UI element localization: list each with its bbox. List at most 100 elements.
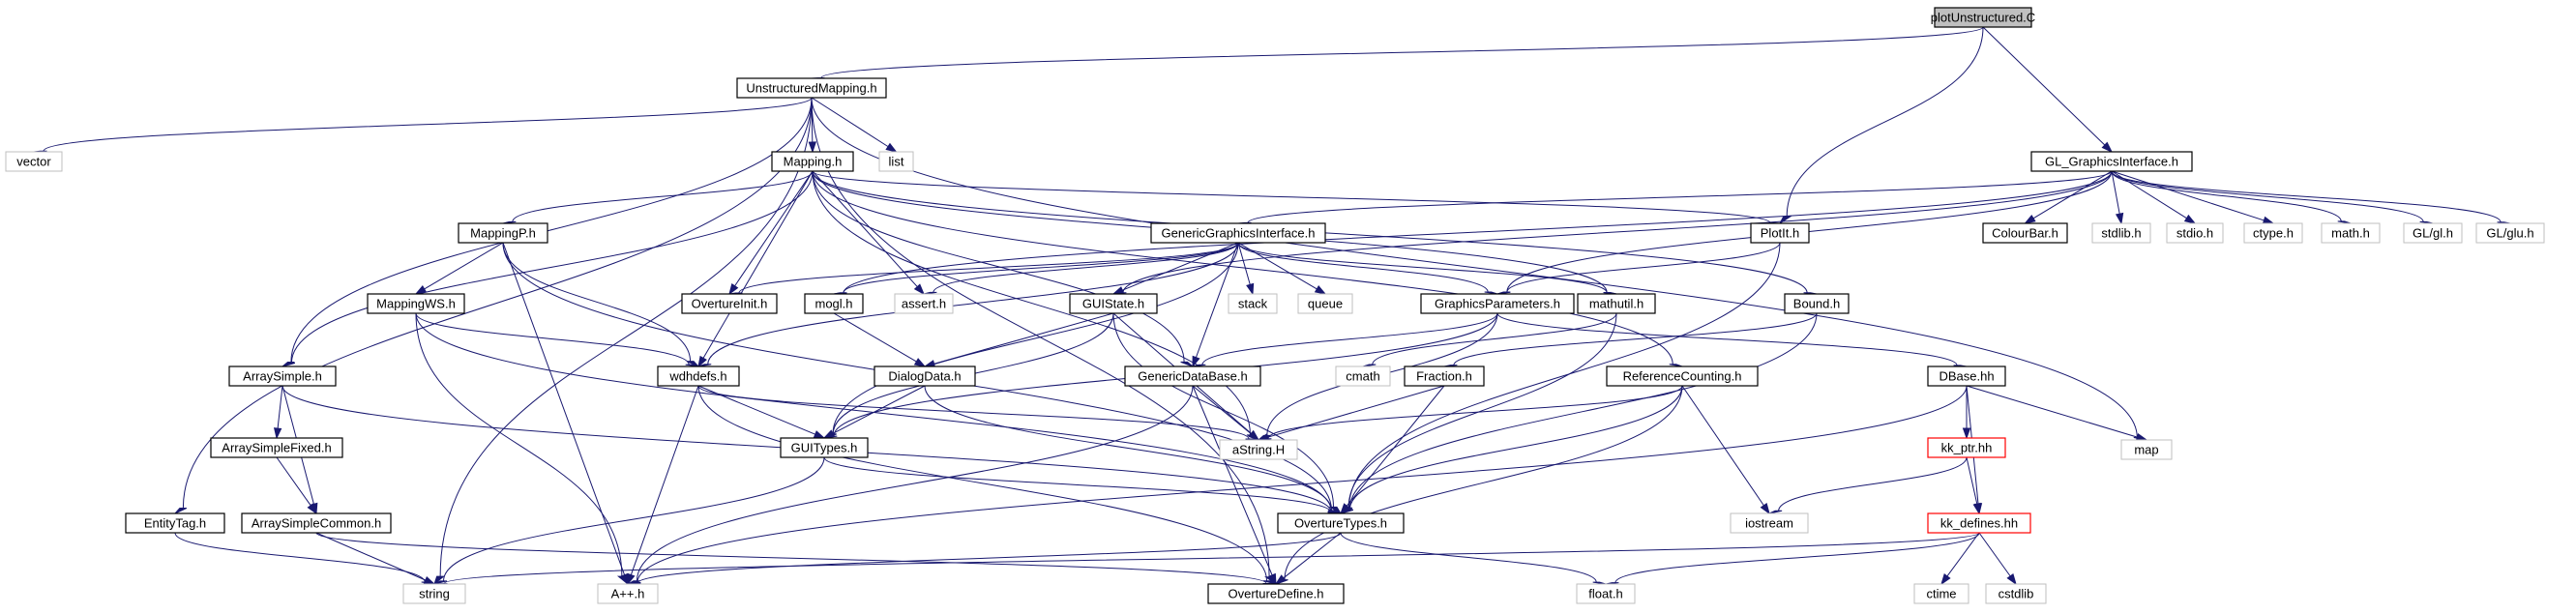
node-mathutil[interactable]: mathutil.h xyxy=(1577,293,1656,314)
node-label: mogl.h xyxy=(814,297,852,311)
node-mapping-p[interactable]: MappingP.h xyxy=(458,222,548,244)
node-wdhdefs[interactable]: wdhdefs.h xyxy=(657,365,740,387)
edge-mathutil-to-cmath xyxy=(1362,312,1617,367)
node-box xyxy=(2166,222,2224,244)
node-plot-unstructured[interactable]: plotUnstructured.C xyxy=(1931,7,2035,28)
node-overture-types[interactable]: OvertureTypes.h xyxy=(1277,512,1405,534)
node-array-simple-fixed[interactable]: ArraySimpleFixed.h xyxy=(210,437,343,458)
node-mapping-ws[interactable]: MappingWS.h xyxy=(367,293,465,314)
node-generic-graphics-interface[interactable]: GenericGraphicsInterface.h xyxy=(1150,222,1326,244)
node-label: wdhdefs.h xyxy=(668,369,726,384)
node-box xyxy=(228,365,337,387)
node-mapping[interactable]: Mapping.h xyxy=(771,151,854,172)
node-box xyxy=(1927,512,2031,534)
node-label: EntityTag.h xyxy=(144,516,206,531)
node-label: GL/gl.h xyxy=(2413,226,2453,241)
edge-gl-graphics-interface-to-colour-bar xyxy=(2024,170,2113,224)
node-box xyxy=(1207,583,1345,604)
node-graphics-parameters[interactable]: GraphicsParameters.h xyxy=(1420,293,1575,314)
node-box xyxy=(2321,222,2381,244)
node-reference-counting[interactable]: ReferenceCounting.h xyxy=(1606,365,1759,387)
node-label: MappingWS.h xyxy=(376,297,456,311)
node-overture-define[interactable]: OvertureDefine.h xyxy=(1207,583,1345,604)
edge-dbase-to-map xyxy=(1966,385,2148,441)
node-dbase[interactable]: DBase.hh xyxy=(1927,365,2006,387)
edge-generic-graphics-interface-to-stack xyxy=(1237,242,1255,296)
edge-gl-graphics-interface-to-generic-graphics-interface xyxy=(1237,170,2113,224)
node-label: stack xyxy=(1238,297,1268,311)
node-box xyxy=(1750,222,1810,244)
edge-plot-unstructured-to-plot-it xyxy=(1778,26,1984,225)
node-gl-graphics-interface[interactable]: GL_GraphicsInterface.h xyxy=(2030,151,2193,172)
edge-mapping-p-to-mapping-ws xyxy=(414,242,504,295)
edge-entity-tag-to-string xyxy=(174,532,435,585)
edge-gl-graphics-interface-to-glglu xyxy=(2111,170,2511,224)
edge-guitypes-to-string xyxy=(433,456,825,585)
node-queue: queue xyxy=(1297,293,1353,314)
node-label: Mapping.h xyxy=(784,155,843,169)
node-box xyxy=(2243,222,2303,244)
node-box xyxy=(1150,222,1326,244)
node-generic-data-base[interactable]: GenericDataBase.h xyxy=(1124,365,1261,387)
node-label: stdlib.h xyxy=(2101,226,2141,241)
node-cstdlib: cstdlib xyxy=(1985,583,2047,604)
node-fraction[interactable]: Fraction.h xyxy=(1404,365,1485,387)
node-guitypes[interactable]: GUITypes.h xyxy=(780,437,869,458)
node-label: ctime xyxy=(1926,587,1956,601)
node-box xyxy=(681,293,778,314)
node-mogl[interactable]: mogl.h xyxy=(804,293,864,314)
node-box xyxy=(1228,293,1278,314)
edge-unstructured-mapping-to-list xyxy=(811,97,898,153)
edge-generic-graphics-interface-to-overture-init xyxy=(728,242,1239,295)
node-label: ColourBar.h xyxy=(1992,226,2058,241)
node-array-simple-common[interactable]: ArraySimpleCommon.h xyxy=(241,512,392,534)
edge-generic-graphics-interface-to-graphics-parameters xyxy=(1237,242,1498,295)
edge-plot-unstructured-to-gl-graphics-interface xyxy=(1982,26,2114,154)
edge-mogl-to-dialog-data xyxy=(833,312,927,367)
node-a-string: aString.H xyxy=(1219,439,1298,460)
node-dialog-data[interactable]: DialogData.h xyxy=(873,365,976,387)
node-label: GL_GraphicsInterface.h xyxy=(2045,155,2178,169)
node-bound[interactable]: Bound.h xyxy=(1784,293,1850,314)
node-box xyxy=(2091,222,2151,244)
node-box xyxy=(736,77,887,99)
node-kk-defines[interactable]: kk_defines.hh xyxy=(1927,512,2031,534)
node-label: GenericGraphicsInterface.h xyxy=(1162,226,1316,241)
node-guistate[interactable]: GUIState.h xyxy=(1069,293,1158,314)
node-label: stdio.h xyxy=(2176,226,2213,241)
edge-generic-data-base-to-aplusplus xyxy=(627,385,1194,585)
node-label: aString.H xyxy=(1232,443,1285,457)
node-box xyxy=(458,222,548,244)
edge-dialog-data-to-guitypes xyxy=(822,385,926,439)
node-box xyxy=(1576,583,1636,604)
edge-unstructured-mapping-to-vector xyxy=(33,97,813,153)
node-label: OvertureDefine.h xyxy=(1229,587,1324,601)
node-unstructured-mapping[interactable]: UnstructuredMapping.h xyxy=(736,77,887,99)
edge-kk-ptr-to-kk-defines xyxy=(1966,456,1981,515)
node-entity-tag[interactable]: EntityTag.h xyxy=(125,512,225,534)
node-assert: assert.h xyxy=(894,293,954,314)
node-box xyxy=(1927,437,2006,458)
node-label: ArraySimpleCommon.h xyxy=(252,516,381,531)
edge-mapping-to-wdhdefs xyxy=(697,170,814,368)
edge-plot-it-to-graphics-parameters xyxy=(1496,242,1781,295)
node-box xyxy=(1420,293,1575,314)
node-label: MappingP.h xyxy=(470,226,536,241)
node-box xyxy=(1577,293,1656,314)
node-plot-it[interactable]: PlotIt.h xyxy=(1750,222,1810,244)
node-label: ReferenceCounting.h xyxy=(1623,369,1742,384)
node-overture-init[interactable]: OvertureInit.h xyxy=(681,293,778,314)
node-stack: stack xyxy=(1228,293,1278,314)
node-label: Fraction.h xyxy=(1416,369,1472,384)
node-label: cmath xyxy=(1346,369,1379,384)
edge-array-simple-to-array-simple-fixed xyxy=(273,385,283,440)
edge-gl-graphics-interface-to-glgl xyxy=(2111,170,2434,224)
node-kk-ptr[interactable]: kk_ptr.hh xyxy=(1927,437,2006,458)
node-colour-bar[interactable]: ColourBar.h xyxy=(1982,222,2068,244)
node-label: PlotIt.h xyxy=(1761,226,1799,241)
node-box xyxy=(1404,365,1485,387)
node-box xyxy=(894,293,954,314)
node-array-simple[interactable]: ArraySimple.h xyxy=(228,365,337,387)
node-label: A++.h xyxy=(611,587,645,601)
